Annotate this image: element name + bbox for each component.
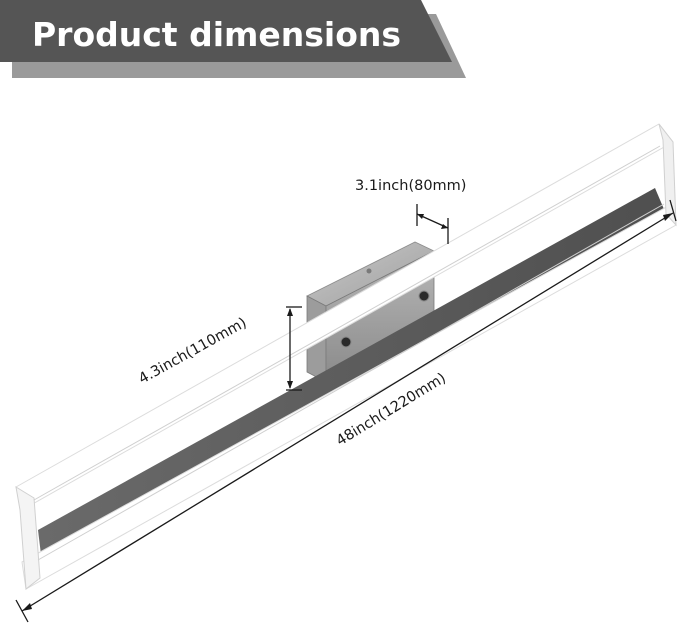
frame-top-bar (15, 123, 674, 511)
arrowhead-icon (441, 224, 448, 229)
frame-left-end (15, 485, 41, 590)
banner-background (0, 0, 452, 62)
banner-title: Product dimensions (32, 15, 401, 54)
depth-dimension: 3.1inch(80mm) (355, 178, 466, 244)
ceiling-light (15, 123, 677, 590)
frame-right-end (658, 123, 677, 227)
arrowhead-icon (287, 381, 293, 389)
arrowhead-icon (22, 603, 32, 611)
arrowhead-icon (287, 308, 293, 316)
arrowhead-icon (417, 214, 424, 219)
frame-inner-edge-bottom (37, 203, 665, 561)
arrowhead-icon (663, 213, 673, 221)
screw-top-icon (366, 268, 372, 274)
screw-left-icon (340, 336, 352, 348)
title-banner: Product dimensions (0, 0, 466, 78)
depth-label: 3.1inch(80mm) (355, 178, 466, 194)
frame-inner-edge-top (33, 145, 661, 501)
frame (15, 123, 677, 590)
frame-bottom-bar (21, 204, 677, 590)
screw-right-icon (418, 290, 430, 302)
